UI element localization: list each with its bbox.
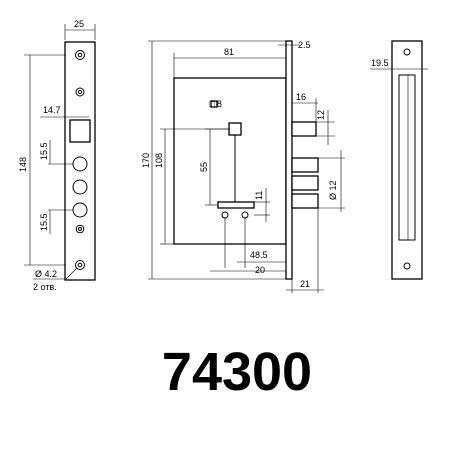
spindle-square	[228, 122, 242, 136]
dim-hole-spacing-top: 15.5	[39, 142, 49, 160]
dim-hole-spacing-bottom: 15.5	[39, 213, 49, 231]
lock-case-side-view: □ 8 81 2.5 170 108 55	[141, 40, 345, 293]
dim-spindle-to-cylinder: 55	[199, 162, 209, 172]
cylinder-hole-left	[221, 211, 229, 219]
bolt-lower	[291, 175, 319, 191]
dim-bolt-projection: 16	[296, 92, 306, 102]
dim-mount-hole-count: 2 отв.	[33, 282, 57, 292]
cylinder-cam	[217, 201, 255, 209]
dim-bolt-diameter: Ø 12	[328, 180, 338, 200]
edge-inner-channel	[398, 74, 416, 241]
dim-faceplate-width: 25	[74, 19, 84, 29]
model-number: 74300	[162, 342, 312, 402]
dim-cylinder-offset: 11	[254, 191, 264, 200]
case-faceplate-edge	[285, 40, 293, 280]
dim-case-height: 108	[154, 153, 164, 168]
dim-overall-height: 170	[141, 153, 151, 168]
edge-plate	[391, 40, 423, 280]
bolt-top	[291, 121, 317, 137]
lock-case	[173, 77, 287, 245]
dim-side-offset: 19.5	[371, 58, 389, 68]
dim-faceplate-thickness: 2.5	[298, 40, 311, 50]
edge-hole-bottom	[403, 262, 411, 270]
screw-hole-upper-inner	[77, 89, 83, 95]
faceplate-front-view: 25 148 14.7 15.5 15.5 Ø 4.2 2 отв.	[18, 19, 96, 292]
bolt-bottom	[291, 193, 319, 209]
dim-faceplate-length: 148	[18, 157, 28, 172]
latch-window	[69, 119, 91, 143]
faceplate-edge-view: 19.5	[370, 40, 428, 280]
dim-mount-hole: Ø 4.2	[35, 269, 57, 279]
screw-hole-top-inner	[77, 52, 83, 58]
cylinder-hole-right	[241, 211, 249, 219]
dim-case-width: 81	[224, 47, 234, 57]
screw-hole-lower-inner	[78, 227, 82, 231]
bolt-hole-3	[72, 202, 88, 218]
bolt-hole-1	[72, 156, 88, 172]
dim-spindle-offset: 14.7	[43, 105, 61, 115]
edge-hole-top	[403, 48, 411, 56]
bolt-middle	[291, 157, 319, 173]
dim-spindle-square: □ 8	[209, 99, 222, 109]
screw-hole-bottom-inner	[77, 262, 83, 268]
bolt-hole-2	[72, 179, 88, 195]
spindle-legend-square	[210, 100, 218, 108]
dim-cylinder-distance: 20	[255, 265, 265, 275]
dim-bolt-height: 12	[316, 110, 326, 120]
dim-total-depth: 21	[300, 279, 310, 289]
dim-backset: 48.5	[250, 250, 268, 260]
